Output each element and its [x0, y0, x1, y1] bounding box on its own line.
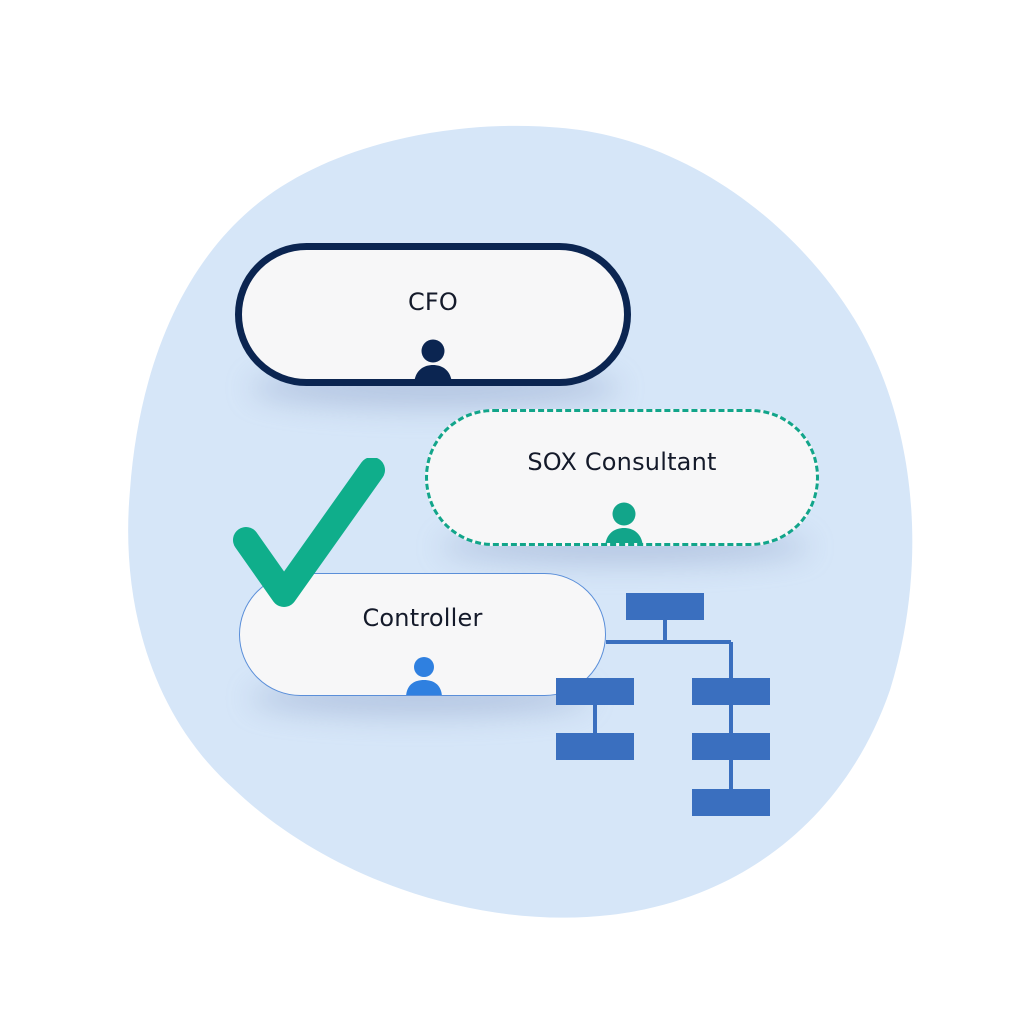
controller-card: Controller: [239, 573, 606, 696]
controller-label: Controller: [362, 604, 483, 632]
person-icon: [406, 657, 442, 695]
sox-consultant-label: SOX Consultant: [527, 448, 717, 476]
org-chart-icon: [556, 593, 770, 816]
cfo-label: CFO: [407, 288, 459, 316]
person-icon: [414, 339, 452, 379]
cfo-card: CFO: [235, 243, 631, 386]
checkmark-icon: [233, 458, 385, 607]
person-icon: [605, 502, 643, 543]
sox-consultant-card: SOX Consultant: [425, 409, 819, 546]
